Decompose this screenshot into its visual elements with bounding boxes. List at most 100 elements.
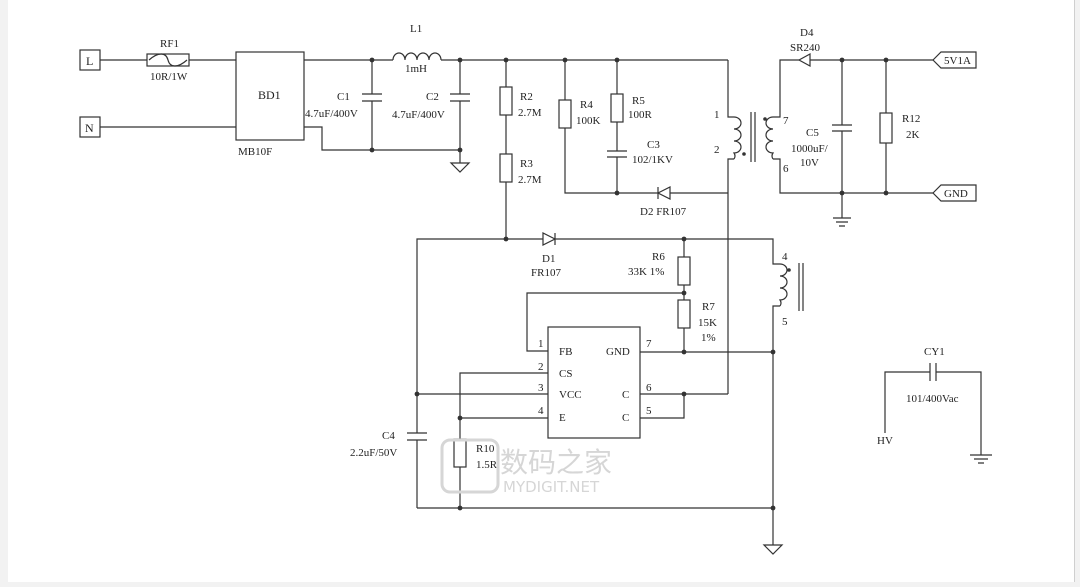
c5-value-1: 1000uF/ — [791, 143, 829, 155]
bridge-part: MB10F — [238, 146, 272, 158]
r2-ref: R2 — [520, 91, 533, 103]
r4-ref: R4 — [580, 99, 593, 111]
r12-value: 2K — [906, 129, 920, 141]
cap-c5 — [832, 60, 852, 218]
r3-value: 2.7M — [518, 174, 542, 186]
resistor-r5 — [610, 93, 624, 123]
cy1-value: 101/400Vac — [906, 393, 959, 405]
cap-cy1 — [884, 363, 982, 455]
output-5v-label: 5V1A — [944, 55, 971, 67]
output-flag-5v — [932, 51, 977, 69]
inductor-value: 1mH — [405, 63, 427, 75]
d4-ref: D4 — [800, 27, 814, 39]
d2-label: D2 FR107 — [640, 206, 687, 218]
watermark: 数码之家 MYDIGIT.NET — [440, 438, 612, 496]
r6-value: 33K 1% — [628, 266, 664, 278]
c3-value: 102/1KV — [632, 154, 673, 166]
transformer-aux-winding — [778, 263, 788, 307]
diode-d2 — [656, 186, 728, 200]
resistor-r10 — [453, 438, 467, 468]
r10-value: 1.5R — [476, 459, 498, 471]
bridge-ref: BD1 — [258, 88, 281, 102]
c5-value-2: 10V — [800, 157, 819, 169]
transformer-primary — [732, 116, 742, 160]
hv-label: HV — [877, 435, 893, 447]
r7-ref: R7 — [702, 301, 715, 313]
fuse-ref: RF1 — [160, 38, 179, 50]
ic-pin7-name: GND — [606, 346, 630, 358]
bridge-rectifier — [235, 51, 305, 141]
pin-2-label: 2 — [714, 144, 720, 156]
output-gnd-label: GND — [944, 188, 968, 200]
ic-pin1-num: 1 — [538, 338, 544, 350]
resistor-r12 — [879, 112, 893, 144]
ic-pin1-name: FB — [559, 346, 572, 358]
ic-pin3-name: VCC — [559, 389, 582, 401]
watermark-brand: 数码之家 — [500, 446, 612, 479]
c1-value: 4.7uF/400V — [305, 108, 358, 120]
inductor-l1 — [392, 52, 442, 61]
d4-value: SR240 — [790, 42, 820, 54]
pin-5-label: 5 — [782, 316, 788, 328]
fuse-element — [148, 53, 188, 67]
r10-ref: R10 — [476, 443, 495, 455]
resistor-r6 — [677, 256, 691, 286]
r3-ref: R3 — [520, 158, 533, 170]
resistor-r4 — [558, 99, 572, 129]
watermark-logo-icon — [440, 438, 500, 494]
fuse-value: 10R/1W — [150, 71, 188, 83]
ic-pin5-num: 5 — [646, 405, 652, 417]
ic-pin6-name: C — [622, 389, 629, 401]
d1-value: FR107 — [531, 267, 561, 279]
r12-ref: R12 — [902, 113, 920, 125]
ic-pin4-num: 4 — [538, 405, 544, 417]
c5-ref: C5 — [806, 127, 819, 139]
diode-d1 — [542, 232, 557, 246]
c3-ref: C3 — [647, 139, 660, 151]
ground-symbol-ic — [762, 544, 784, 555]
ground-symbol-primary — [449, 162, 471, 173]
ic-pin7-num: 7 — [646, 338, 652, 350]
ic-pin6-num: 6 — [646, 382, 652, 394]
resistor-r2 — [499, 86, 513, 116]
cy1-ref: CY1 — [924, 346, 945, 358]
resistor-r3 — [499, 153, 513, 183]
r5-value: 100R — [628, 109, 653, 121]
ground-symbol-secondary — [833, 217, 851, 227]
r2-value: 2.7M — [518, 107, 542, 119]
terminal-n-label: N — [85, 121, 94, 135]
transformer-aux-core — [798, 263, 804, 311]
schematic-sheet — [8, 0, 1075, 582]
c4-value: 2.2uF/50V — [350, 447, 397, 459]
c4-ref: C4 — [382, 430, 395, 442]
c2-ref: C2 — [426, 91, 439, 103]
controller-ic — [547, 326, 641, 439]
d1-ref: D1 — [542, 253, 555, 265]
cap-c1 — [362, 60, 382, 150]
ic-pin3-num: 3 — [538, 382, 544, 394]
r6-ref: R6 — [652, 251, 665, 263]
ic-pin2-num: 2 — [538, 361, 544, 373]
cap-c4 — [407, 394, 427, 508]
pin-6-label: 6 — [783, 163, 789, 175]
inductor-ref: L1 — [410, 23, 422, 35]
pin-7-label: 7 — [783, 115, 789, 127]
pin-4-label: 4 — [782, 251, 788, 263]
r4-value: 100K — [576, 115, 601, 127]
ic-pin5-name: C — [622, 412, 629, 424]
pin-1-label: 1 — [714, 109, 720, 121]
cap-c2 — [450, 60, 470, 163]
junction-dots — [369, 57, 889, 511]
c1-ref: C1 — [337, 91, 350, 103]
transformer-secondary — [765, 116, 775, 160]
r5-ref: R5 — [632, 95, 645, 107]
r7-value-1: 15K — [698, 317, 717, 329]
r7-value-2: 1% — [701, 332, 716, 344]
watermark-site: MYDIGIT.NET — [503, 478, 600, 496]
terminal-l-label: L — [86, 54, 93, 68]
c2-value: 4.7uF/400V — [392, 109, 445, 121]
ground-symbol-cy1 — [970, 454, 992, 464]
ic-pin2-name: CS — [559, 368, 572, 380]
ic-pin4-name: E — [559, 412, 566, 424]
